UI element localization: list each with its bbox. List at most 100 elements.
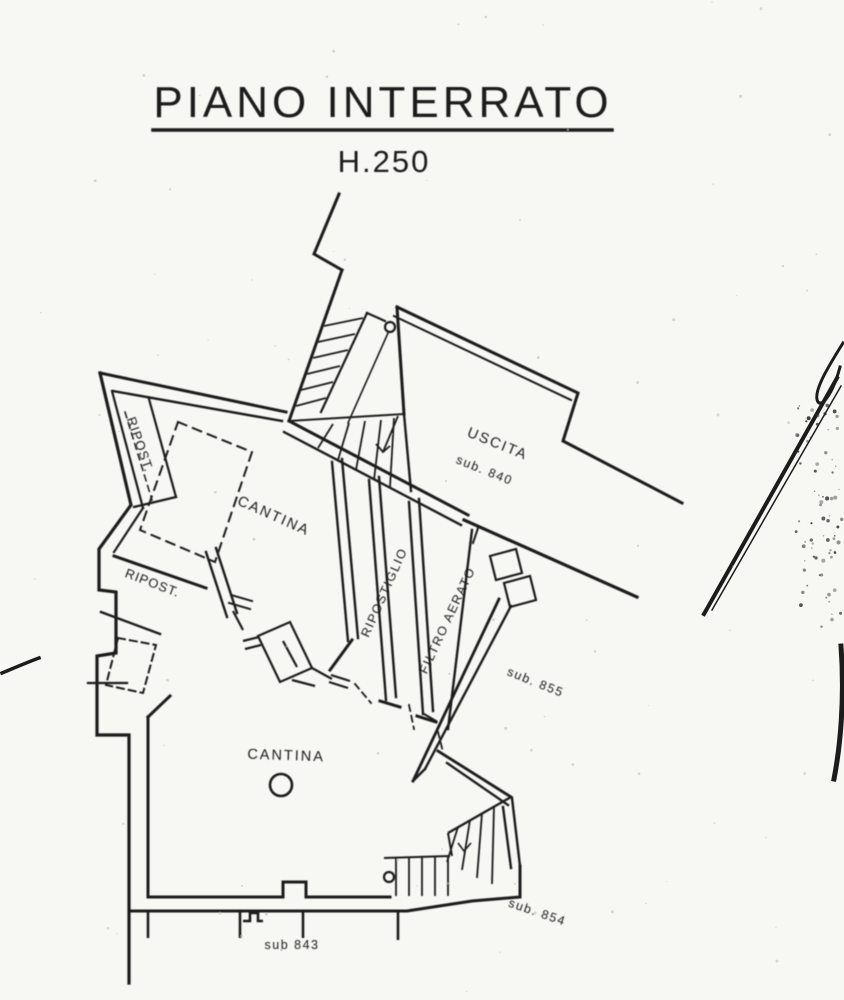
speckle bbox=[828, 515, 830, 517]
speckle bbox=[348, 307, 351, 310]
speckle bbox=[116, 933, 118, 935]
speckle bbox=[333, 250, 335, 252]
speckle bbox=[759, 7, 763, 11]
speckle bbox=[457, 23, 460, 26]
speckle bbox=[645, 902, 647, 905]
speckle bbox=[264, 912, 268, 916]
stair-rail-right bbox=[319, 311, 369, 414]
speckle bbox=[827, 592, 831, 597]
wall-chamfer bbox=[145, 693, 173, 720]
speckle bbox=[840, 517, 844, 522]
speckle bbox=[218, 911, 222, 915]
speckle bbox=[648, 705, 650, 707]
wall-V-a bbox=[510, 796, 522, 868]
speckle bbox=[171, 456, 173, 458]
wall-L-a bbox=[436, 749, 513, 799]
speckle bbox=[775, 926, 777, 928]
speckle bbox=[796, 433, 800, 437]
speckle bbox=[832, 537, 836, 541]
speckle bbox=[814, 556, 818, 560]
speckle bbox=[838, 488, 840, 491]
speckle bbox=[332, 49, 336, 53]
speckle bbox=[118, 430, 120, 433]
pen-scribble-stroke-thin bbox=[710, 384, 843, 612]
wall-main-diagonal-outer bbox=[98, 371, 288, 414]
speckle bbox=[492, 618, 495, 622]
speckle bbox=[593, 650, 597, 653]
speckle bbox=[781, 264, 785, 268]
speckle bbox=[499, 951, 501, 953]
speckle bbox=[813, 469, 817, 473]
speckle bbox=[280, 948, 283, 952]
label-cantina-lower: CANTINA bbox=[247, 747, 325, 766]
speckle bbox=[825, 496, 830, 501]
speckle bbox=[815, 413, 820, 418]
label-filtro-aerato: FILTRO AERATO bbox=[417, 565, 479, 676]
wall-ripost1-bottom bbox=[132, 495, 178, 509]
speckle bbox=[822, 534, 825, 537]
speckle bbox=[817, 494, 820, 497]
wall-uscita bbox=[395, 305, 685, 506]
speckle bbox=[798, 520, 801, 523]
wall-sub855-tip bbox=[411, 767, 427, 783]
speckle bbox=[157, 354, 160, 356]
speckle bbox=[163, 744, 166, 747]
speckle bbox=[812, 679, 815, 682]
speckle bbox=[802, 568, 807, 572]
stair-break-line bbox=[287, 412, 406, 423]
speckle bbox=[325, 75, 329, 78]
speckle bbox=[821, 558, 826, 563]
wall-entry-neck bbox=[312, 192, 345, 273]
speckle bbox=[820, 625, 823, 628]
dashed-door-1 bbox=[353, 682, 373, 705]
speckle bbox=[836, 540, 841, 545]
speckle bbox=[239, 934, 243, 938]
escape-stair bbox=[382, 795, 512, 896]
speckle bbox=[836, 525, 840, 529]
wall-stair-left bbox=[287, 268, 344, 423]
page-title: PIANO INTERRATO bbox=[153, 78, 612, 127]
column-circle bbox=[268, 772, 294, 798]
wall-mid-band-outer bbox=[286, 418, 471, 518]
stair-treads-upper bbox=[295, 317, 364, 407]
speckle bbox=[826, 519, 830, 523]
speckle bbox=[804, 560, 806, 562]
dashed-door-2 bbox=[407, 703, 416, 731]
speckle bbox=[536, 356, 540, 360]
speckle bbox=[33, 578, 36, 580]
speckle bbox=[829, 549, 832, 552]
vent-shaft-2 bbox=[502, 574, 538, 609]
wall-cantina1-right-a bbox=[330, 460, 350, 643]
speckle bbox=[805, 420, 808, 423]
plan-linework bbox=[86, 192, 685, 985]
speckle bbox=[809, 538, 813, 542]
speckle bbox=[828, 600, 831, 603]
wall-divider-stub-b bbox=[227, 601, 252, 611]
speckle bbox=[122, 822, 125, 825]
speckle bbox=[636, 381, 640, 385]
speckle bbox=[806, 439, 809, 443]
label-cantina-upper: CANTINA bbox=[235, 493, 312, 539]
speckle bbox=[812, 555, 816, 558]
speckle bbox=[827, 428, 830, 431]
speckle bbox=[391, 433, 393, 435]
speckle bbox=[830, 617, 834, 622]
speckle bbox=[729, 629, 732, 632]
speckle bbox=[822, 495, 824, 498]
speckle bbox=[829, 496, 834, 501]
speckle bbox=[824, 451, 828, 455]
wall-uscita-inner bbox=[392, 314, 573, 402]
speckle bbox=[566, 128, 570, 131]
speckle bbox=[815, 422, 820, 426]
speckle bbox=[828, 133, 832, 137]
wall-sub855-bottom-a bbox=[411, 597, 501, 783]
speckle bbox=[833, 495, 838, 500]
speckle bbox=[833, 551, 837, 554]
speckle bbox=[39, 311, 42, 314]
speckle bbox=[804, 540, 807, 543]
wall-L-b bbox=[445, 761, 510, 807]
wall-ripostiglio-endcap2 bbox=[415, 714, 438, 724]
speckle bbox=[154, 273, 156, 275]
speckle bbox=[825, 403, 830, 408]
